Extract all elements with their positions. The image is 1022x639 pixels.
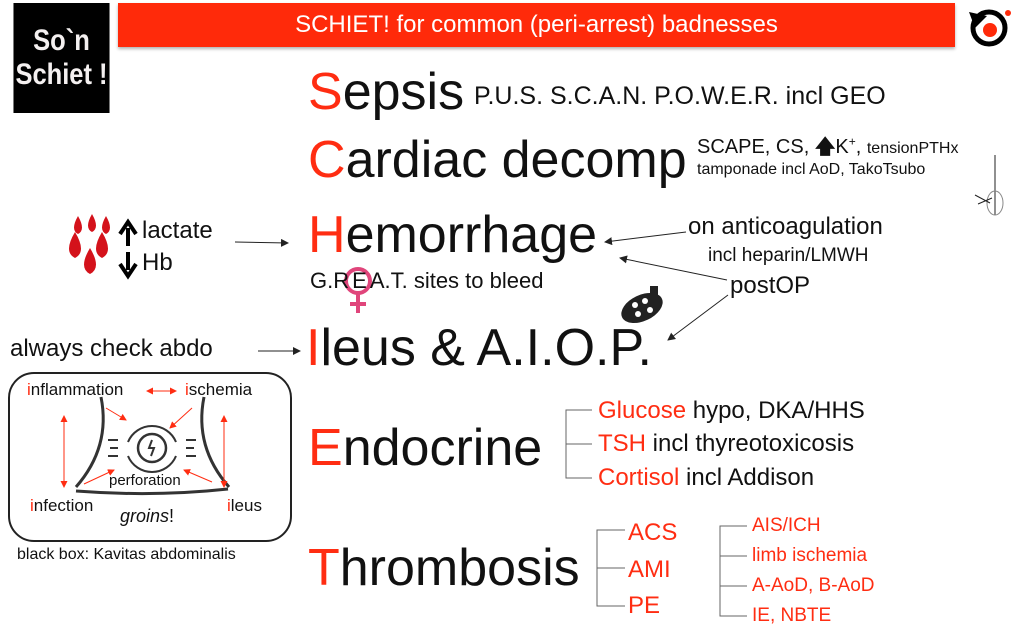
- arrow-down-icon: [118, 252, 138, 280]
- ileus-heading: Ileus & A.I.O.P.: [306, 318, 652, 378]
- thrombosis-other: limb ischemia: [752, 545, 868, 566]
- infection-label: infection: [30, 496, 93, 516]
- ileus-rest: leus & A.I.O.P.: [320, 319, 652, 377]
- infection-text: nfection: [33, 496, 94, 515]
- cardiac-k: K: [835, 136, 849, 158]
- thrombosis-rest: hrombosis: [339, 539, 580, 597]
- ileus-initial: I: [306, 319, 321, 377]
- abdo-caption: black box: Kavitas abdominalis: [17, 546, 236, 563]
- endocrine-key: TSH: [598, 430, 646, 457]
- thrombosis-pe: PE: [628, 592, 661, 619]
- cardiac-plus: +: [848, 134, 856, 149]
- thrombosis-other: A-AoD, B-AoD: [752, 575, 875, 596]
- cardiac-tension: tensionPTHx: [866, 140, 959, 157]
- anticoagulation-label: on anticoagulation: [688, 213, 883, 240]
- groins-text: groins: [120, 506, 170, 526]
- endocrine-text: hypo, DKA/HHS: [686, 397, 865, 424]
- thrombosis-other: AIS/ICH: [752, 515, 821, 536]
- abdo-black-box: [8, 372, 292, 542]
- groins-bang: !: [169, 506, 175, 526]
- sepsis-detail: P.U.S. S.C.A.N. P.O.W.E.R. incl GEO: [474, 82, 886, 110]
- always-check-abdo: always check abdo: [10, 335, 213, 362]
- brand-logo-icon: [969, 9, 1011, 47]
- cardiac-comma: ,: [855, 136, 867, 158]
- sepsis-heading: Sepsis: [308, 62, 464, 122]
- hemorrhage-rest: emorrhage: [345, 206, 598, 264]
- blood-drops-icon: [69, 214, 110, 274]
- ileus-text: leus: [230, 496, 262, 515]
- endocrine-key: Cortisol: [598, 464, 680, 491]
- endocrine-item: Glucose hypo, DKA/HHS: [598, 397, 865, 425]
- inflammation-label: inflammation: [27, 380, 123, 400]
- cardiac-line1: SCAPE, CS, 🡅K+, tensionPTHx: [697, 132, 958, 166]
- lactate-label: lactate: [142, 217, 213, 244]
- ischemia-label: ischemia: [185, 380, 252, 400]
- ileus-label: ileus: [227, 496, 262, 516]
- endocrine-rest: ndocrine: [342, 419, 543, 477]
- i-initial: i: [27, 380, 31, 399]
- hb-label: Hb: [142, 249, 173, 276]
- thrombosis-heading: Thrombosis: [308, 538, 580, 598]
- inflammation-text: nflammation: [30, 380, 124, 399]
- thrombosis-ami: AMI: [628, 556, 671, 583]
- title-banner: SCHIET! for common (peri-arrest) badness…: [118, 3, 955, 47]
- endocrine-initial: E: [308, 419, 343, 477]
- groins-label: groins!: [120, 506, 174, 527]
- needle-and-thread-icon: [974, 155, 1004, 216]
- cardiac-scape: SCAPE, CS,: [697, 136, 815, 158]
- sepsis-initial: S: [308, 63, 343, 121]
- arrow-up-icon: [118, 218, 138, 246]
- endocrine-key: Glucose: [598, 397, 687, 424]
- thrombosis-initial: T: [308, 539, 340, 597]
- endocrine-item: Cortisol incl Addison: [598, 464, 814, 492]
- postop-label: postOP: [730, 272, 811, 299]
- logo-line1: So`n: [33, 24, 90, 57]
- i-initial: i: [30, 496, 34, 515]
- thrombosis-other: IE, NBTE: [752, 605, 832, 626]
- cardiac-heading: Cardiac decomp: [308, 130, 687, 190]
- hemorrhage-initial: H: [308, 206, 346, 264]
- cardiac-rest: ardiac decomp: [345, 131, 687, 189]
- sepsis-rest: epsis: [342, 63, 465, 121]
- arrow-up-icon: 🡅: [814, 136, 836, 158]
- thrombosis-acs: ACS: [628, 519, 678, 546]
- i-initial: i: [227, 496, 231, 515]
- endocrine-text: incl Addison: [679, 464, 815, 491]
- endocrine-text: incl thyreotoxicosis: [646, 430, 855, 457]
- ischemia-text: schemia: [188, 380, 253, 399]
- logo-line2: Schiet !: [15, 58, 108, 91]
- great-e: E: [352, 268, 367, 293]
- great-a: G.R: [310, 268, 350, 293]
- perforation-label: perforation: [109, 472, 181, 489]
- endocrine-item: TSH incl thyreotoxicosis: [598, 430, 854, 458]
- great-b: A.T. sites to bleed: [369, 268, 544, 293]
- hemorrhage-heading: Hemorrhage: [308, 205, 597, 265]
- i-initial: i: [185, 380, 189, 399]
- cardiac-line2: tamponade incl AoD, TakoTsubo: [697, 161, 926, 178]
- cardiac-initial: C: [308, 131, 346, 189]
- endocrine-heading: Endocrine: [308, 418, 542, 478]
- heparin-label: incl heparin/LMWH: [708, 245, 869, 266]
